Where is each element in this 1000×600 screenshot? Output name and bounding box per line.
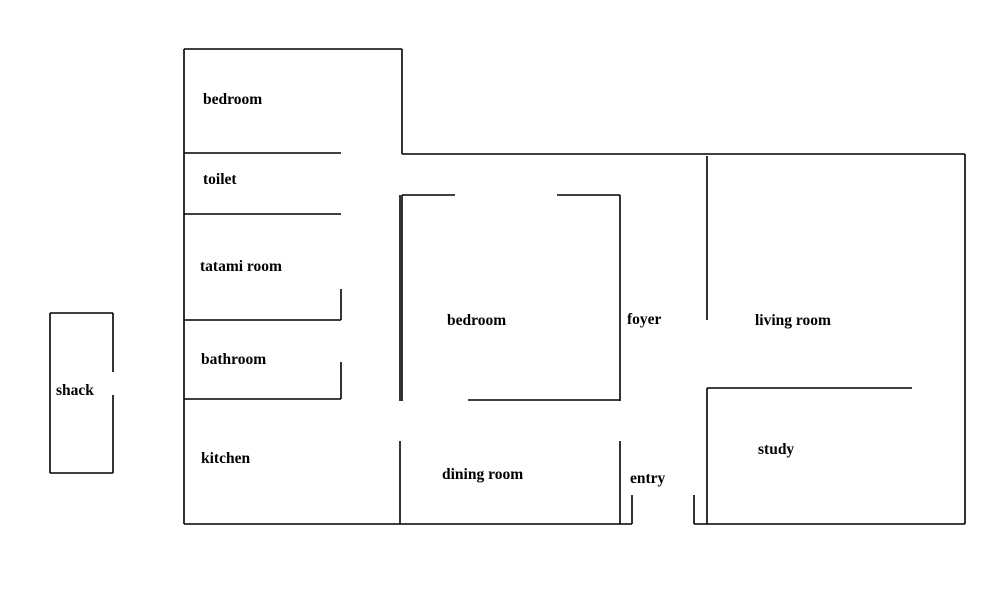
walls-group (49, 48, 966, 525)
room-label-dining-room: dining room (442, 466, 524, 483)
room-label-bedroom-center: bedroom (447, 312, 507, 329)
room-label-study: study (758, 441, 795, 458)
room-label-bedroom-north: bedroom (203, 91, 263, 108)
room-label-living-room: living room (755, 312, 831, 329)
room-label-entry: entry (630, 470, 666, 487)
room-label-bathroom: bathroom (201, 351, 267, 368)
room-label-toilet: toilet (203, 171, 237, 188)
room-label-kitchen: kitchen (201, 450, 251, 467)
room-label-tatami-room: tatami room (200, 258, 282, 275)
room-label-shack: shack (56, 382, 94, 399)
room-label-foyer: foyer (627, 311, 662, 328)
